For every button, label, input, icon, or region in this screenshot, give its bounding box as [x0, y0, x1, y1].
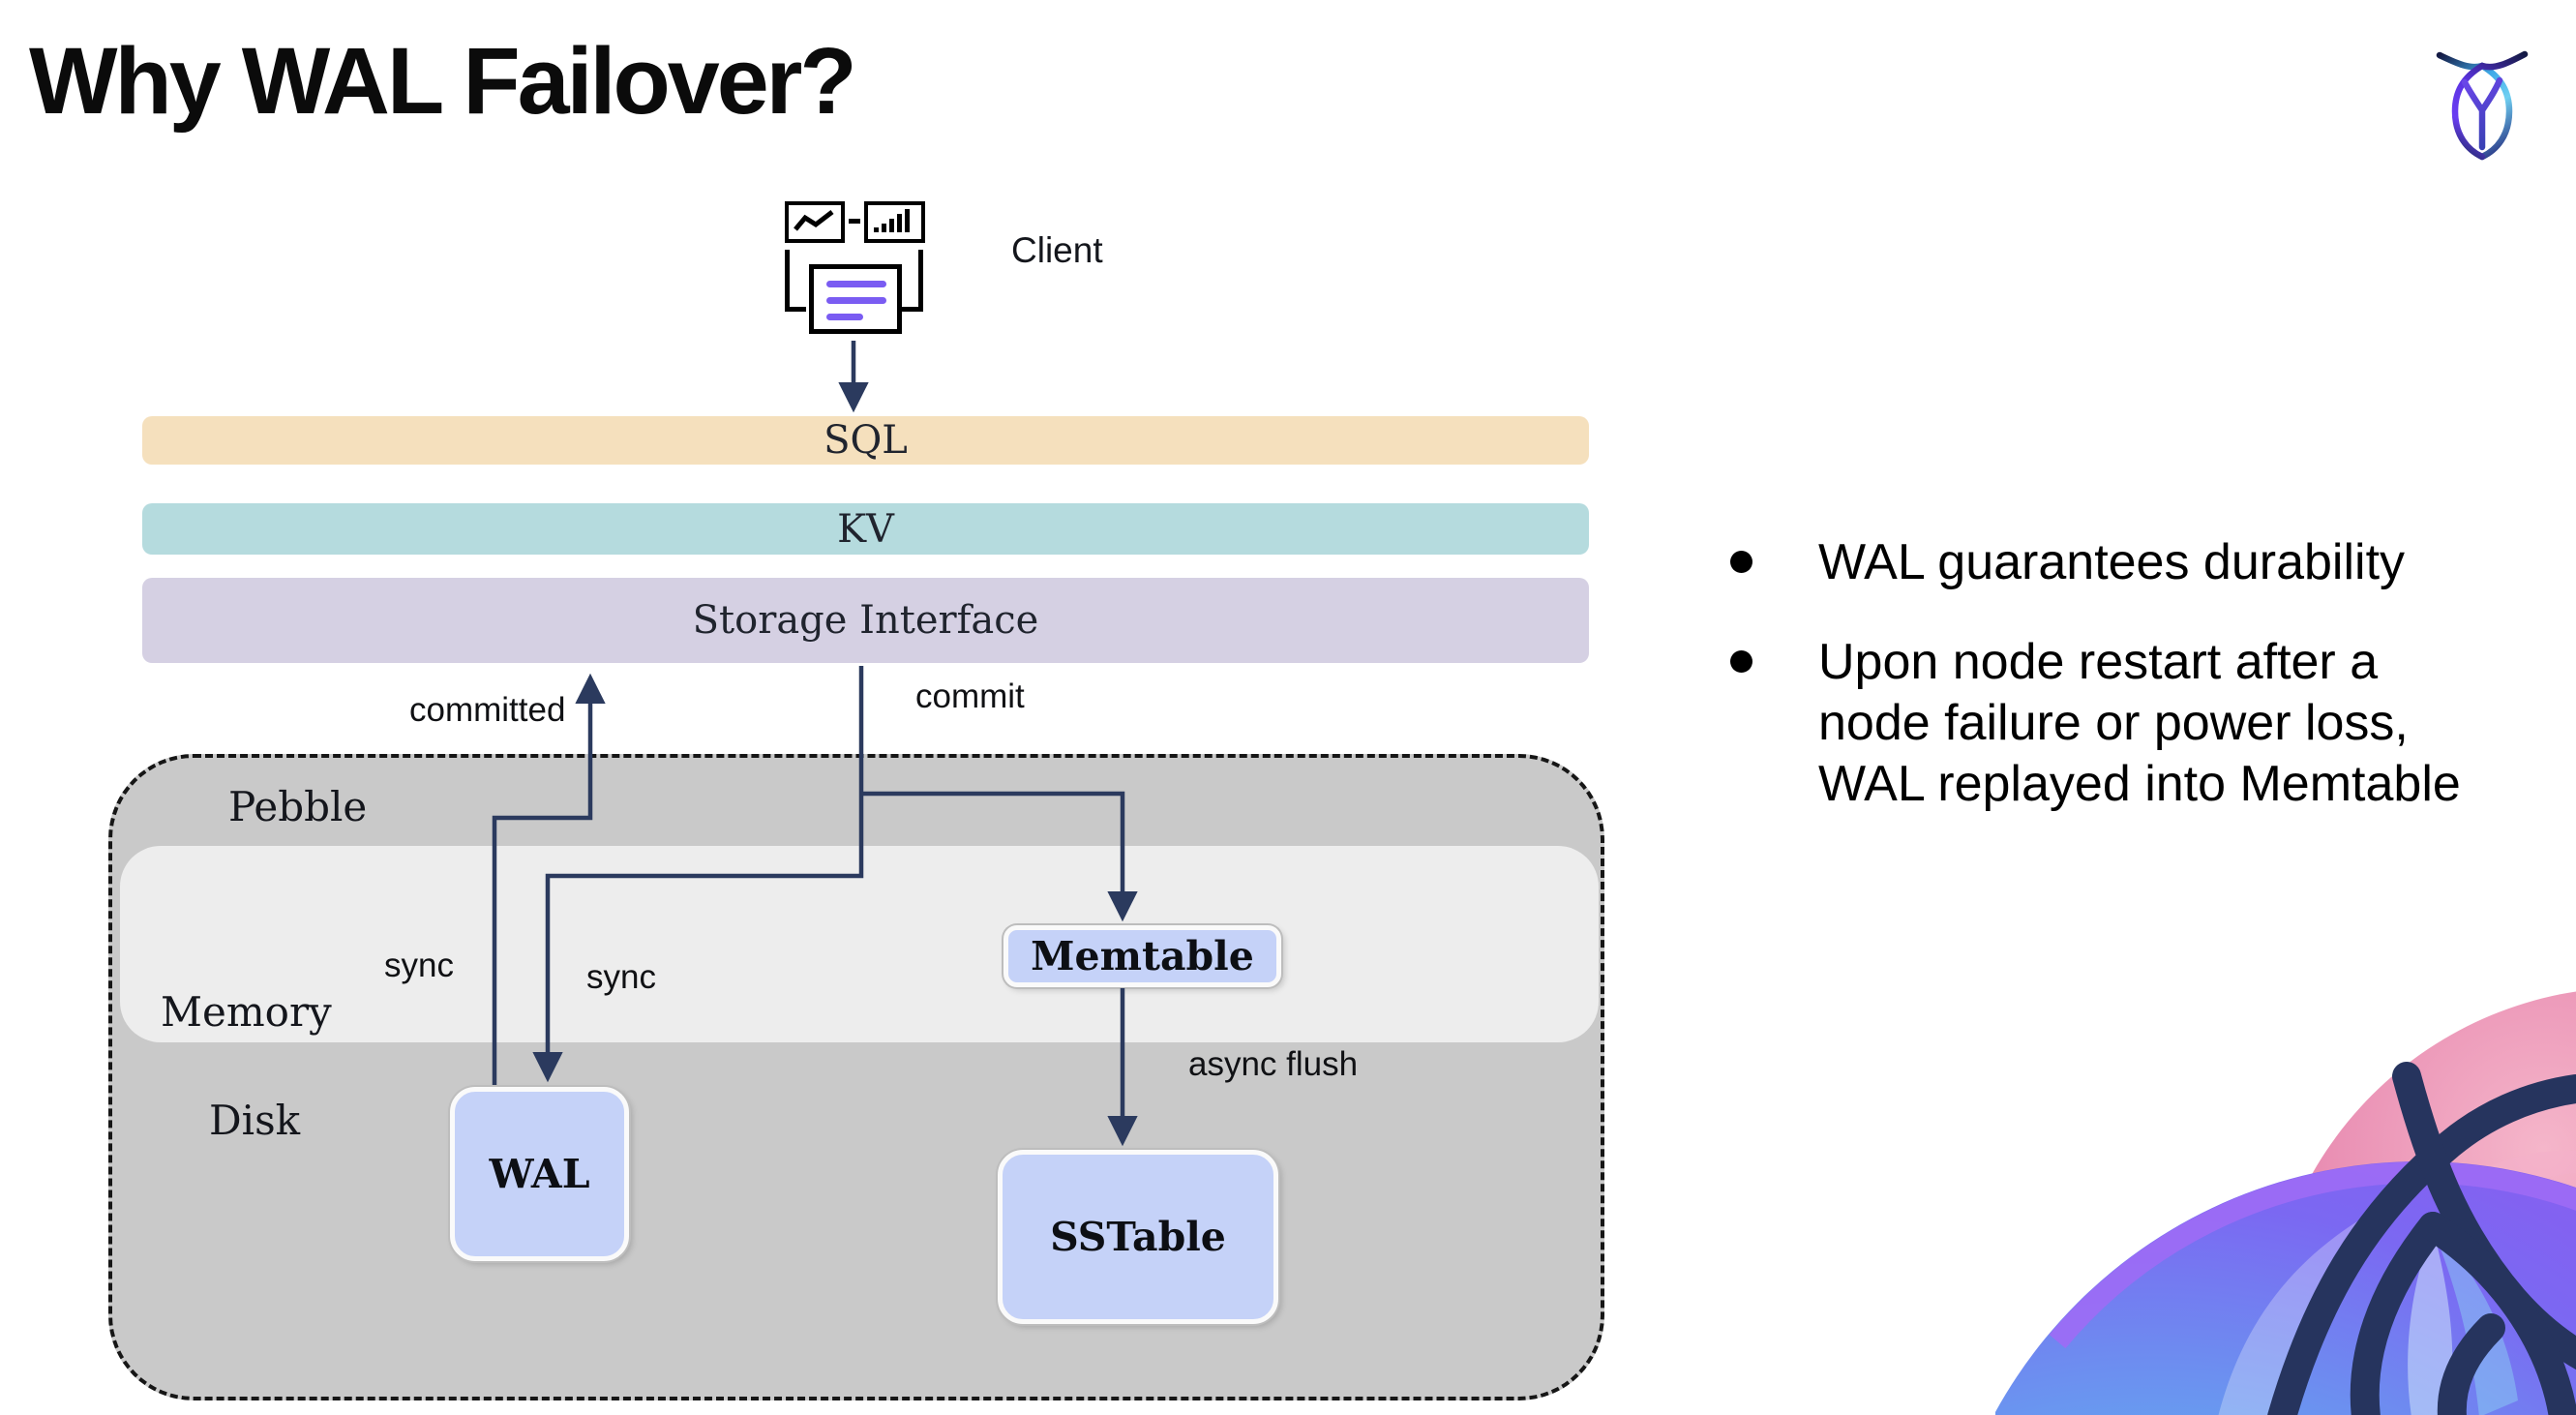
pebble-container: Pebble Memory Disk	[108, 754, 1604, 1400]
sstable-box: SSTable	[998, 1150, 1278, 1324]
commit-label: commit	[915, 677, 1025, 715]
client-label: Client	[1011, 230, 1103, 270]
sync-label-right: sync	[586, 958, 656, 996]
memory-label: Memory	[161, 988, 332, 1036]
art-navy-bands	[2267, 1062, 2576, 1415]
bullet-2-line-1: Upon node restart after a	[1818, 634, 2379, 690]
committed-label: committed	[409, 691, 566, 729]
dash-connector	[849, 219, 860, 224]
memtable-box: Memtable	[1003, 925, 1281, 987]
memtable-label: Memtable	[1031, 933, 1254, 979]
doc-line	[826, 314, 863, 320]
bar-chart-icon	[864, 201, 925, 243]
disk-label: Disk	[209, 1097, 301, 1144]
bullet-2-line-2: node failure or power loss,	[1818, 695, 2409, 751]
layer-kv: KV	[142, 503, 1589, 555]
bullet-item-1: WAL guarantees durability	[1730, 532, 2562, 593]
layer-kv-label: KV	[837, 506, 894, 552]
layer-storage-label: Storage Interface	[692, 598, 1039, 643]
cockroachdb-artwork	[1995, 984, 2576, 1415]
pebble-label: Pebble	[228, 783, 368, 830]
bullet-dot	[1730, 650, 1752, 673]
layer-sql: SQL	[142, 416, 1589, 465]
bullet-text-1: WAL guarantees durability	[1818, 532, 2405, 593]
cockroachdb-logo-icon	[2410, 34, 2564, 174]
doc-line	[826, 281, 886, 287]
layer-sql-label: SQL	[824, 418, 908, 463]
memory-band	[120, 846, 1599, 1042]
wal-box: WAL	[450, 1087, 629, 1261]
bullet-1-line-1: WAL guarantees durability	[1818, 534, 2406, 590]
doc-line	[826, 297, 886, 304]
bullet-2-line-3: WAL replayed into Memtable	[1818, 756, 2461, 812]
wal-label: WAL	[489, 1151, 590, 1197]
async-flush-label: async flush	[1188, 1045, 1359, 1083]
bracket-left-icon	[785, 250, 806, 312]
sync-label-left: sync	[384, 947, 454, 984]
page-title: Why WAL Failover?	[29, 28, 857, 134]
layer-storage-interface: Storage Interface	[142, 578, 1589, 663]
bullet-dot	[1730, 551, 1752, 573]
bullet-text-2: Upon node restart after a node failure o…	[1818, 632, 2461, 815]
sstable-label: SSTable	[1050, 1214, 1226, 1260]
document-icon	[809, 264, 902, 334]
bullet-item-2: Upon node restart after a node failure o…	[1730, 632, 2562, 815]
art-leaf-1	[2408, 1228, 2453, 1415]
art-leaf-2	[2433, 1228, 2518, 1415]
line-chart-icon	[785, 201, 845, 243]
bracket-right-icon	[902, 250, 923, 312]
